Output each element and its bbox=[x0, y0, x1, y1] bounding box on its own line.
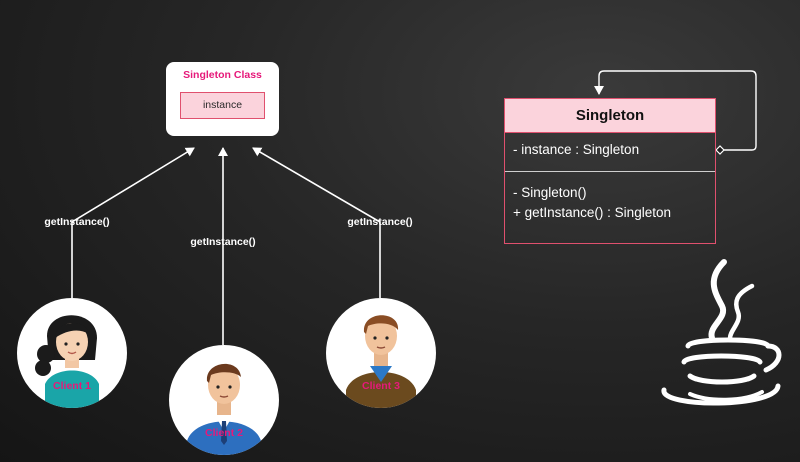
client-1-node: Client 1 bbox=[17, 298, 127, 408]
uml-class-name: Singleton bbox=[505, 99, 715, 133]
woman-avatar-icon bbox=[35, 315, 99, 408]
client-3-node: Client 3 bbox=[326, 298, 436, 408]
arrow-client1-to-class bbox=[71, 147, 195, 298]
arrow-label-right: getInstance() bbox=[347, 216, 413, 228]
singleton-class-title: Singleton Class bbox=[183, 69, 262, 81]
man-avatar-icon bbox=[346, 315, 416, 408]
instance-field: instance bbox=[180, 92, 265, 119]
arrow-client3-to-class bbox=[252, 147, 381, 298]
uml-class-box: Singleton - instance : Singleton - Singl… bbox=[504, 98, 716, 244]
arrow-label-center: getInstance() bbox=[190, 236, 256, 248]
uml-attributes-section: - instance : Singleton bbox=[505, 133, 715, 172]
client-2-label: Client 2 bbox=[205, 427, 243, 439]
aggregation-diamond bbox=[715, 145, 725, 155]
uml-method: + getInstance() : Singleton bbox=[513, 205, 671, 220]
client-2-node: Client 2 bbox=[169, 345, 279, 455]
java-coffee-cup-icon bbox=[661, 259, 782, 406]
uml-method: - Singleton() bbox=[513, 185, 587, 200]
client-3-label: Client 3 bbox=[362, 380, 400, 392]
self-association-arrow bbox=[594, 70, 757, 151]
singleton-class-box: Singleton Class instance bbox=[166, 62, 279, 136]
man-avatar-icon bbox=[187, 363, 261, 455]
arrow-label-left: getInstance() bbox=[44, 216, 110, 228]
client-1-label: Client 1 bbox=[53, 380, 91, 392]
uml-attribute: - instance : Singleton bbox=[513, 142, 640, 157]
